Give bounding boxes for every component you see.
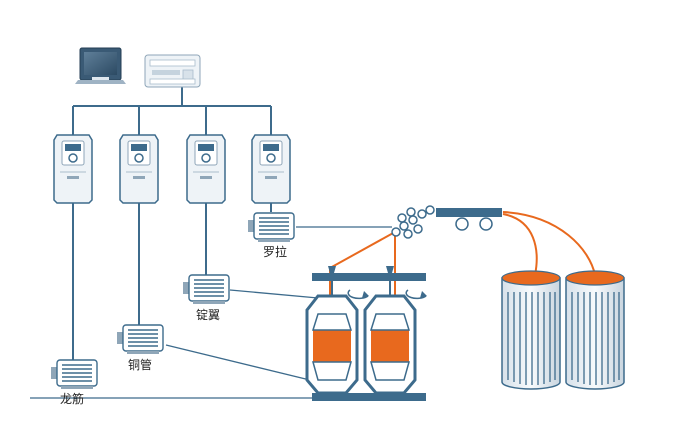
flyer-frame-icon — [312, 266, 426, 401]
transmission-lines — [30, 226, 392, 399]
control-network-lines — [72, 86, 272, 360]
label-roller: 罗拉 — [263, 245, 288, 259]
inverter-icon-1 — [53, 134, 93, 204]
motor-icon-spindle-wing — [183, 274, 230, 304]
motor-icon-roller — [248, 212, 295, 242]
label-spindle-wing: 锭翼 — [196, 308, 221, 322]
inverter-icon-3 — [186, 134, 226, 204]
flyer-bobbin-icon-2 — [363, 281, 427, 395]
motor-icon-dragon-rib — [51, 359, 98, 389]
inverter-icon-4 — [251, 134, 291, 204]
touchscreen-icon — [75, 47, 126, 84]
label-copper-tube: 铜管 — [128, 358, 153, 372]
inverter-icon-2 — [119, 134, 159, 204]
label-dragon-rib: 龙筋 — [60, 392, 85, 406]
sliver-can-icon-1 — [501, 270, 561, 390]
drafting-roller-icon — [391, 205, 502, 239]
sliver-can-icon-2 — [565, 270, 625, 390]
flyer-bobbin-icon-1 — [305, 281, 369, 395]
motor-icon-copper-tube — [117, 324, 164, 354]
plc-controller-icon — [144, 54, 201, 88]
